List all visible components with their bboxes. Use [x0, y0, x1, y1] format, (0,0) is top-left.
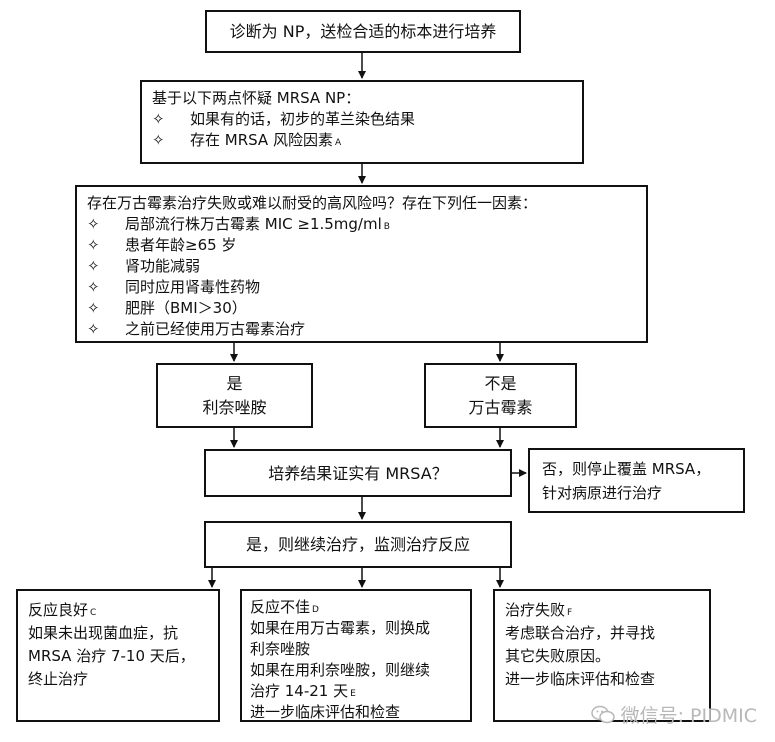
step3-item-bullet: ✧	[87, 215, 100, 233]
good-line: 如果未出现菌血症，抗	[28, 624, 179, 642]
continue-text: 是，则继续治疗，监测治疗反应	[245, 535, 470, 554]
step1-diagnosis-box: 诊断为 NP，送检合适的标本进行培养	[205, 10, 521, 53]
step3-item-text: 同时应用肾毒性药物	[125, 278, 261, 296]
step3-item: ✧ 之前已经使用万古霉素治疗	[87, 319, 636, 340]
step2-item-bullet: ✧	[152, 131, 165, 149]
step3-risk-box: 存在万古霉素治疗失败或难以耐受的高风险吗？存在下列任一因素： ✧ 局部流行株万古…	[75, 185, 648, 343]
step3-item-bullet: ✧	[87, 257, 100, 275]
step2-item: ✧ 存在 MRSA 风险因素 A	[152, 131, 342, 149]
linezolid-label: 利奈唑胺	[202, 397, 267, 417]
step3-item: ✧ 患者年龄≥65 岁	[87, 235, 636, 256]
step3-item-bullet: ✧	[87, 278, 100, 296]
step3-item: ✧ 同时应用肾毒性药物	[87, 277, 636, 298]
step2-suspect-box: 基于以下两点怀疑 MRSA NP： ✧ 如果有的话，初步的革兰染色结果 ✧ 存在…	[140, 80, 584, 164]
continue-treatment-box: 是，则继续治疗，监测治疗反应	[204, 521, 512, 568]
treatment-failure-box: 治疗失败 F 考虑联合治疗，并寻找 其它失败原因。 进一步临床评估和检查	[493, 589, 711, 722]
culture-confirm-box: 培养结果证实有 MRSA？	[204, 449, 512, 497]
vancomycin-label: 万古霉素	[468, 397, 533, 417]
no-label: 不是	[484, 373, 517, 393]
culture-no-box: 否，则停止覆盖 MRSA， 针对病原进行治疗	[528, 448, 745, 513]
step3-item-bullet: ✧	[87, 320, 100, 338]
failure-title: 治疗失败	[505, 601, 566, 619]
step3-item-text: 患者年龄≥65 岁	[125, 236, 237, 254]
step3-item-bullet: ✧	[87, 236, 100, 254]
poor-title: 反应不佳	[250, 598, 311, 616]
failure-line: 考虑联合治疗，并寻找	[505, 624, 656, 642]
step2-item-bullet: ✧	[152, 110, 165, 128]
no-vancomycin-box: 不是 万古霉素	[424, 363, 577, 428]
poor-line: 如果在用利奈唑胺，则继续	[250, 661, 431, 679]
step3-title: 存在万古霉素治疗失败或难以耐受的高风险吗？存在下列任一因素：	[87, 194, 538, 212]
step3-item-text: 肥胖（BMI＞30）	[125, 299, 247, 317]
failure-title-row: 治疗失败 F	[505, 599, 699, 622]
poor-line4-row: 治疗 14-21 天 E	[250, 682, 356, 700]
yes-linezolid-box: 是 利奈唑胺	[156, 363, 313, 428]
step2-item-text: 如果有的话，初步的革兰染色结果	[190, 110, 416, 128]
step3-item-text: 之前已经使用万古霉素治疗	[125, 320, 306, 338]
poor-line: 治疗 14-21 天	[250, 682, 349, 700]
poor-line: 进一步临床评估和检查	[250, 703, 401, 721]
poor-line: 如果在用万古霉素，则换成	[250, 619, 431, 637]
failure-line: 进一步临床评估和检查	[505, 670, 656, 688]
step3-item-text: 局部流行株万古霉素 MIC ≥1.5mg/ml	[125, 215, 382, 233]
watermark-text: 微信号: PIDMIC	[620, 705, 757, 727]
failure-line: 其它失败原因。	[505, 647, 611, 665]
step3-item-text: 肾功能减弱	[125, 257, 201, 275]
good-title-row: 反应良好 C	[28, 599, 208, 622]
poor-title-row: 反应不佳 D	[250, 598, 319, 616]
culture-no-line2: 针对病原进行治疗	[542, 483, 663, 502]
yes-label: 是	[226, 373, 243, 393]
step3-item: ✧ 肾功能减弱	[87, 256, 636, 277]
step2-title: 基于以下两点怀疑 MRSA NP：	[152, 89, 361, 107]
good-line: MRSA 治疗 7-10 天后，	[28, 647, 195, 665]
step3-item-bullet: ✧	[87, 299, 100, 317]
poor-line: 利奈唑胺	[250, 640, 311, 658]
wechat-icon	[590, 705, 615, 723]
culture-no-line1: 否，则停止覆盖 MRSA，	[542, 459, 711, 478]
good-line: 终止治疗	[28, 670, 89, 688]
wechat-watermark: 微信号: PIDMIC	[590, 701, 757, 728]
good-response-box: 反应良好 C 如果未出现菌血症，抗 MRSA 治疗 7-10 天后， 终止治疗	[16, 589, 220, 722]
step1-text: 诊断为 NP，送检合适的标本进行培养	[229, 22, 497, 41]
step2-item-text: 存在 MRSA 风险因素	[190, 131, 333, 149]
step3-item: ✧ 局部流行株万古霉素 MIC ≥1.5mg/ml B	[87, 215, 390, 233]
poor-response-box: 反应不佳 D 如果在用万古霉素，则换成 利奈唑胺 如果在用利奈唑胺，则继续 治疗…	[240, 589, 472, 722]
step2-item: ✧ 如果有的话，初步的革兰染色结果	[152, 109, 572, 130]
step3-item: ✧ 肥胖（BMI＞30）	[87, 298, 636, 319]
culture-text: 培养结果证实有 MRSA？	[268, 463, 448, 483]
good-title: 反应良好	[28, 601, 89, 619]
